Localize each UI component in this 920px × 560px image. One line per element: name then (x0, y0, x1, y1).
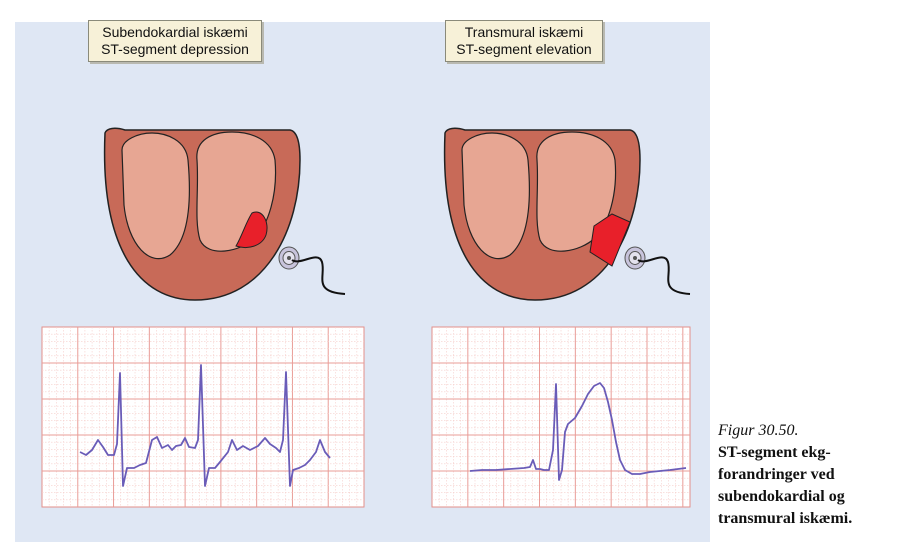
label-transmural-line1: Transmural iskæmi (464, 24, 584, 40)
ecg-trace-st-elevation (469, 382, 687, 481)
label-subendocardial-line2: ST-segment depression (101, 41, 249, 57)
ischemia-zone-subendocardial (235, 211, 268, 249)
label-subendocardial: Subendokardial iskæmi ST-segment depress… (88, 20, 262, 62)
heart-left-left-ventricle (121, 132, 190, 260)
ecg-trace-st-depression (79, 364, 331, 487)
figure-caption: Figur 30.50. ST-segment ekg- forandringe… (718, 420, 918, 530)
ischemia-zone-transmural (589, 213, 631, 267)
caption-text: ST-segment ekg- forandringer ved subendo… (718, 442, 918, 530)
heart-left (103, 127, 301, 301)
heart-right (443, 127, 641, 301)
caption-line: ST-segment ekg- (718, 444, 831, 461)
ecg-grid-right (431, 326, 691, 508)
caption-line: transmural iskæmi. (718, 510, 853, 527)
label-transmural-line2: ST-segment elevation (456, 41, 592, 57)
electrode-right (624, 246, 691, 295)
caption-line: forandringer ved (718, 466, 835, 483)
caption-line: subendokardial og (718, 488, 845, 505)
ecg-grid-left (41, 326, 365, 508)
label-transmural: Transmural iskæmi ST-segment elevation (445, 20, 603, 62)
caption-figure-number: Figur 30.50. (718, 422, 799, 439)
heart-right-left-ventricle (461, 132, 530, 260)
electrode-left (278, 246, 346, 295)
label-subendocardial-line1: Subendokardial iskæmi (102, 24, 248, 40)
